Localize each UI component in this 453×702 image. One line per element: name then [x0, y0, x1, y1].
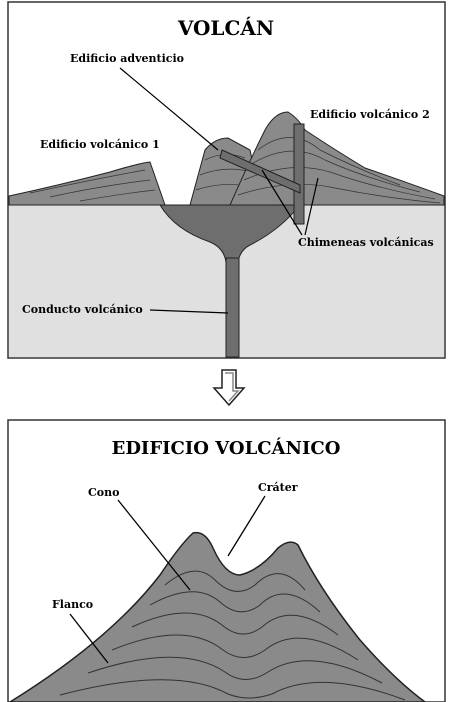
top-panel: VOLCÁN Edificio adventicio Edificio volc… [7, 1, 446, 359]
leader-vents-2 [304, 177, 319, 236]
volcanic-edifice [8, 531, 427, 702]
top-title: VOLCÁN [177, 16, 274, 40]
leader-flank [69, 613, 109, 664]
label-cone: Cono [88, 486, 119, 499]
label-edifice-1: Edificio volcánico 1 [40, 138, 160, 151]
label-conduit: Conducto volcánico [22, 303, 143, 316]
leader-adventitious [119, 67, 219, 151]
bottom-panel: EDIFICIO VOLCÁNICO Cono Cráter Flanco [7, 419, 446, 702]
down-arrow-icon [212, 369, 246, 407]
leader-cone [117, 499, 191, 591]
label-vents: Chimeneas volcánicas [298, 236, 434, 249]
volcanic-conduit [225, 257, 240, 358]
label-edifice-2: Edificio volcánico 2 [310, 108, 430, 121]
label-crater: Cráter [258, 481, 298, 494]
label-flank: Flanco [52, 598, 93, 611]
leader-conduit [149, 309, 229, 314]
vent-adventitious [219, 149, 301, 194]
bottom-title: EDIFICIO VOLCÁNICO [112, 436, 341, 459]
edifice-1 [8, 161, 166, 206]
label-adventitious: Edificio adventicio [70, 52, 184, 65]
vent-main [293, 123, 305, 225]
leader-vents-1 [261, 169, 303, 236]
leader-crater [227, 495, 266, 557]
